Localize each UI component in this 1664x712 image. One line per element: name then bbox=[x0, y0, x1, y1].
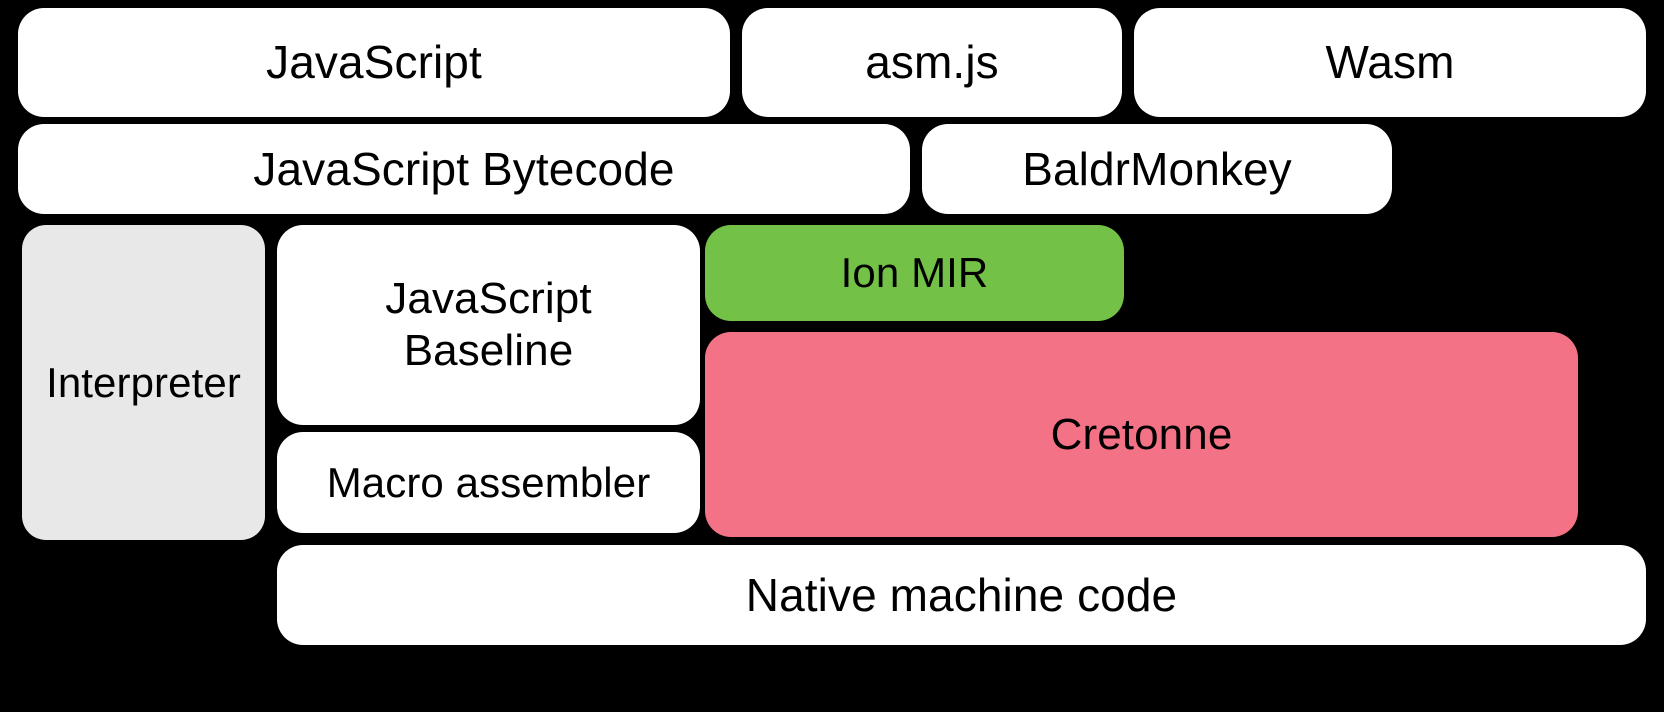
node-javascript: JavaScript bbox=[18, 8, 730, 117]
node-javascript-bytecode: JavaScript Bytecode bbox=[18, 124, 910, 214]
node-cretonne: Cretonne bbox=[705, 332, 1578, 537]
node-javascript-baseline: JavaScript Baseline bbox=[277, 225, 700, 425]
node-native-machine-code: Native machine code bbox=[277, 545, 1646, 645]
node-wasm: Wasm bbox=[1134, 8, 1646, 117]
node-baldrmonkey: BaldrMonkey bbox=[922, 124, 1392, 214]
node-interpreter: Interpreter bbox=[22, 225, 265, 540]
node-asm-js: asm.js bbox=[742, 8, 1122, 117]
node-ion-mir: Ion MIR bbox=[705, 225, 1124, 321]
node-macro-assembler: Macro assembler bbox=[277, 432, 700, 533]
